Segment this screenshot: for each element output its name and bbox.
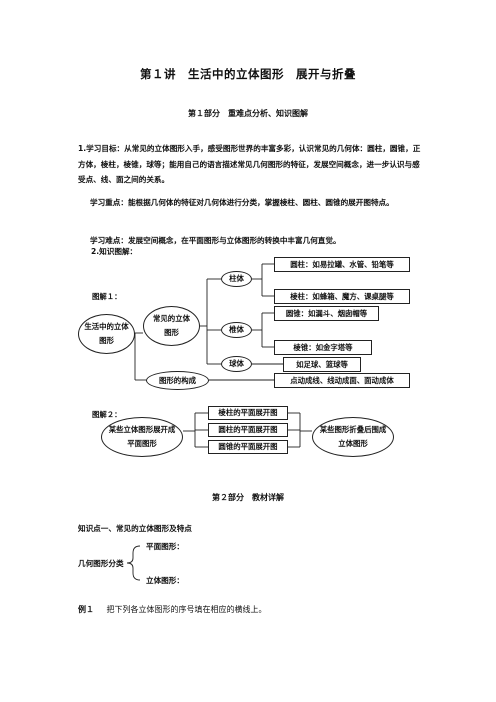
- classification-label: 几何图形分类: [78, 559, 124, 568]
- diagram-heading: 2.知识图解：: [91, 247, 138, 256]
- learning-goals: 1.学习目标：从常见的立体图形入手，感受图形世界的丰富多彩，认识常见的几何体：圆…: [78, 144, 421, 184]
- node-root: 生活中的立体图形: [78, 314, 135, 354]
- page-title: 第１讲 生活中的立体图形 展开与折叠: [140, 67, 356, 81]
- diagram1-label: 图解１：: [92, 292, 122, 301]
- box-cylinder-round: 圆柱：如易拉罐、水管、铅笔等: [274, 257, 410, 272]
- example-1: 例１ 把下列各立体图形的序号填在相应的横线上。: [78, 604, 267, 615]
- box-composition: 点动成线、线动成面、面动成体: [274, 373, 410, 388]
- key-points: 学习重点：能根据几何体的特征对几何体进行分类，掌握棱柱、圆柱、圆锥的展开图特点。: [90, 198, 394, 207]
- node-sphere: 球体: [221, 356, 252, 372]
- box-cylinder-prism: 棱柱：如蜂箱、魔方、课桌腿等: [274, 289, 410, 304]
- knowledge-point-1: 知识点一、常见的立体图形及特点: [78, 524, 192, 533]
- plane-figures: 平面图形：: [146, 542, 184, 551]
- part1-heading: 第１部分 重难点分析、知识图解: [188, 109, 308, 118]
- box-cone-net: 圆锥的平面展开图: [208, 440, 288, 454]
- example-label: 例１: [78, 605, 94, 614]
- node-fold: 某些图形折叠后围成立体图形: [312, 417, 394, 457]
- box-cone-pyramid: 棱锥：如金字塔等: [274, 340, 372, 355]
- node-cone: 椎体: [221, 322, 252, 338]
- node-cylinder: 柱体: [221, 271, 252, 287]
- diagram2-label: 图解２：: [92, 410, 122, 419]
- part2-heading: 第２部分 教材详解: [212, 493, 284, 502]
- solid-figures: 立体图形：: [146, 576, 184, 585]
- box-sphere-example: 如足球、篮球等: [283, 357, 361, 372]
- node-composition: 图形的构成: [146, 371, 209, 390]
- difficulties: 学习难点：发展空间概念，在平面图形与立体图形的转换中丰富几何直觉。: [90, 236, 341, 245]
- box-prism-net: 棱柱的平面展开图: [208, 406, 288, 420]
- node-unfold: 某些立体图形展开成平面图形: [101, 417, 183, 457]
- example-text: 把下列各立体图形的序号填在相应的横线上。: [106, 605, 267, 614]
- node-common-solids: 常见的立体图形: [143, 306, 200, 346]
- box-cylinder-net: 圆柱的平面展开图: [208, 423, 288, 437]
- box-cone-round: 圆锥：如漏斗、烟囱帽等: [274, 306, 379, 321]
